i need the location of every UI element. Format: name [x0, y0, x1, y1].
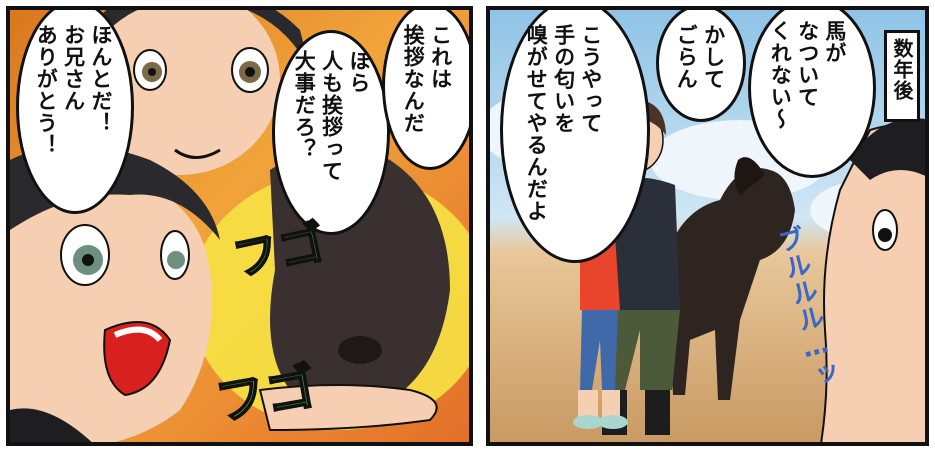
- right-panel: 数年後 馬が なついて くれない〜 かして ごらん こうやって 手の匂いを 嗅が…: [486, 6, 929, 446]
- speech-bubble-man-1: [272, 30, 390, 235]
- horse-figure: [665, 157, 795, 400]
- speech-text-2: かして ごらん: [674, 24, 726, 90]
- older-boy-figure: [80, 10, 310, 175]
- speech-text-man-2: これは 挨拶なんだ: [401, 24, 453, 134]
- caption-box: [884, 30, 920, 122]
- speech-text-1: 馬が なついて くれない〜: [768, 20, 847, 130]
- speech-bubble-2: [656, 10, 746, 122]
- speech-bubble-boy: [16, 10, 134, 214]
- speech-bubble-3: [500, 10, 650, 263]
- speech-bubble-1: [748, 10, 876, 178]
- speech-text-man-1: ほら 人も挨拶って 大事だろ？: [292, 50, 371, 182]
- speech-text-3: こうやって 手の匂いを 嗅がせてやるんだよ: [524, 24, 603, 222]
- speech-bubble-man-2: [382, 10, 469, 170]
- hand-shape: [258, 384, 438, 432]
- speech-text-boy: ほんとだ！ お兄さん ありがとう！: [34, 24, 113, 156]
- young-boy-figure: [10, 145, 220, 442]
- left-panel: ほんとだ！ お兄さん ありがとう！ ほら 人も挨拶って 大事だろ？ これは 挨拶…: [6, 6, 473, 446]
- caption-text: 数年後: [890, 38, 914, 101]
- closeup-face: [820, 118, 925, 442]
